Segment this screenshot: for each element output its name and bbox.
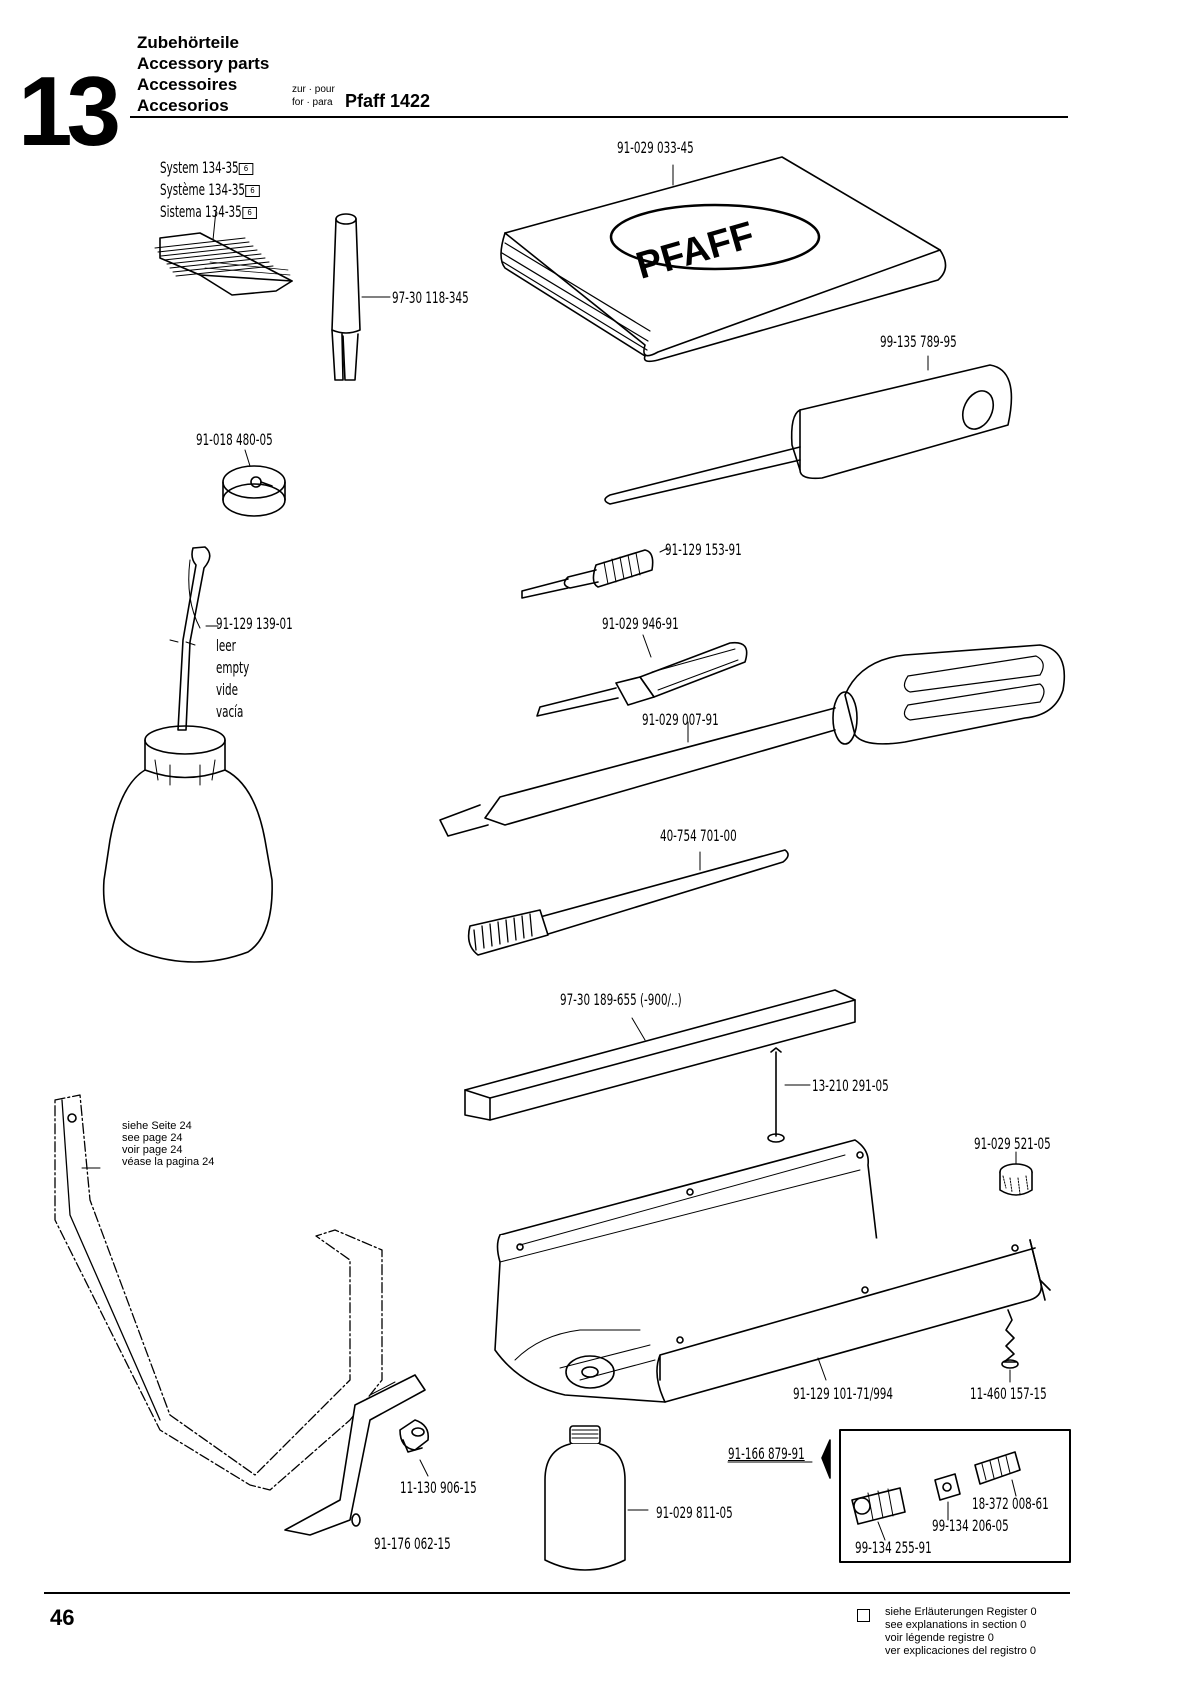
oil-bottle-drawing [544, 1425, 649, 1571]
see-page-de: siehe Seite 24 [122, 1120, 192, 1132]
label-kit: 91-166 879-91 [728, 1444, 805, 1463]
legend-line-fr: voir légende registre 0 [885, 1632, 994, 1644]
label-kit-part-c: 99-134 255-91 [855, 1538, 932, 1557]
label-felt: 91-029 521-05 [974, 1134, 1051, 1153]
legend-line-es: ver explicaciones del registro 0 [885, 1645, 1037, 1657]
allen-key-drawing [604, 355, 1013, 505]
bracket-screw-drawing [399, 1419, 430, 1477]
section-number: 13 [18, 56, 121, 166]
label-instruction-book: 91-029 033-45 [617, 138, 694, 157]
legend-line-de: siehe Erläuterungen Register 0 [885, 1606, 1037, 1618]
label-bracket-screw: 11-130 906-15 [400, 1478, 477, 1497]
label-wooden-bar: 97-30 189-655 (-900/..) [560, 990, 682, 1009]
label-tray: 91-129 101-71/994 [793, 1384, 893, 1403]
label-oiler-empty-fr: vide [216, 680, 238, 699]
wooden-bar-drawing [464, 989, 856, 1121]
label-kit-part-b: 99-134 206-05 [932, 1516, 1009, 1535]
label-brush: 40-754 701-00 [660, 826, 737, 845]
title-de: Zubehörteile [137, 33, 240, 52]
bracket-drawing [54, 1094, 426, 1536]
title-fr: Accessoires [137, 75, 238, 94]
tray-screw-drawing [1001, 1309, 1019, 1383]
see-page-es: véase la pagina 24 [122, 1156, 215, 1168]
see-page-en: see page 24 [122, 1132, 183, 1144]
legend-line-en: see explanations in section 0 [885, 1619, 1027, 1631]
title-en: Accessory parts [137, 54, 270, 73]
felt-drawing [999, 1151, 1033, 1196]
label-oil-bottle: 91-029 811-05 [656, 1503, 733, 1522]
label-kit-part-a: 18-372 008-61 [972, 1494, 1049, 1513]
label-nail: 13-210 291-05 [812, 1076, 889, 1095]
header-rule [130, 116, 1068, 118]
label-oiler-empty-de: leer [216, 636, 236, 655]
label-oiler: 91-129 139-01 [216, 614, 293, 633]
oiler-drawing [102, 546, 273, 963]
footer-rule [44, 1592, 1070, 1594]
book-drawing [500, 156, 947, 363]
label-tray-screw: 11-460 157-15 [970, 1384, 1047, 1403]
small-screwdriver-drawing [521, 547, 669, 599]
label-spool-pin: 97-30 118-345 [392, 288, 469, 307]
spool-pin-drawing [331, 213, 391, 381]
tray-drawing [494, 1139, 1051, 1403]
label-screwdriver-large: 91-029 007-91 [642, 710, 719, 729]
for-line-1: zur · pour [292, 84, 335, 95]
footer-legend: siehe Erläuterungen Register 0 see expla… [885, 1606, 1037, 1658]
medium-screwdriver-drawing [536, 634, 748, 717]
brush-drawing [467, 849, 789, 956]
legend-box-icon [857, 1609, 870, 1622]
label-oiler-empty-es: vacía [216, 702, 244, 721]
label-bracket: 91-176 062-15 [374, 1534, 451, 1553]
label-screwdriver-medium: 91-029 946-91 [602, 614, 679, 633]
for-line-2: for · para [292, 97, 333, 108]
page-number: 46 [50, 1605, 75, 1630]
kit-drawing [727, 1429, 1071, 1563]
see-page-fr: voir page 24 [122, 1144, 183, 1156]
needle-pack-drawing [154, 209, 293, 296]
label-oiler-empty-en: empty [216, 658, 250, 677]
nail-drawing [767, 1047, 811, 1143]
label-allen-key: 99-135 789-95 [880, 332, 957, 351]
label-small-screwdriver: 91-129 153-91 [665, 540, 742, 559]
machine-name: Pfaff 1422 [345, 91, 431, 111]
large-screwdriver-drawing [439, 644, 1066, 837]
bobbin-drawing [222, 449, 286, 517]
label-bobbin: 91-018 480-05 [196, 430, 273, 449]
title-es: Accesorios [137, 96, 229, 115]
